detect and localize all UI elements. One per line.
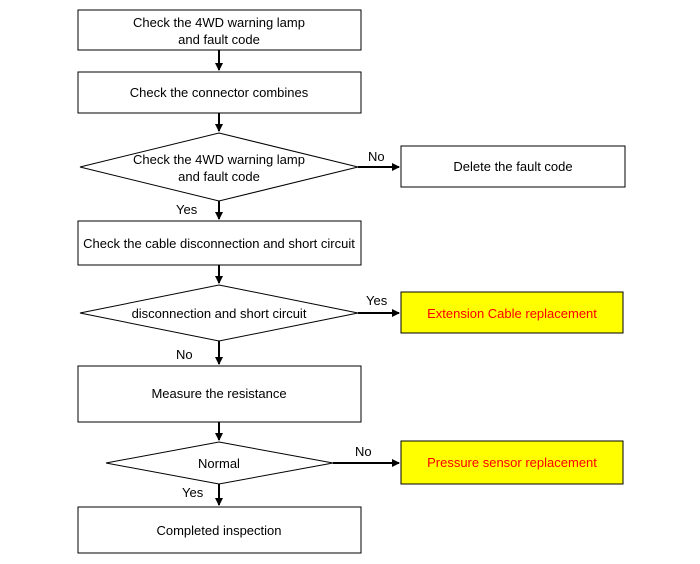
edge-label-decision2-yes: Yes bbox=[366, 293, 388, 308]
step-extension-cable-replacement: Extension Cable replacement bbox=[400, 291, 624, 334]
decision-normal-label: Normal bbox=[198, 456, 240, 471]
step-check-connector: Check the connector combines bbox=[77, 71, 362, 114]
step-check-4wd-lamp-line2: and fault code bbox=[178, 32, 260, 47]
decision-disconnection-label: disconnection and short circuit bbox=[132, 306, 307, 321]
step-delete-fault-code: Delete the fault code bbox=[400, 145, 626, 188]
step-delete-fault-code-label: Delete the fault code bbox=[453, 159, 572, 174]
step-measure-resistance-label: Measure the resistance bbox=[151, 386, 286, 401]
step-pressure-sensor-replacement-label: Pressure sensor replacement bbox=[427, 455, 597, 470]
edge-label-decision2-no: No bbox=[176, 347, 193, 362]
step-measure-resistance: Measure the resistance bbox=[77, 365, 362, 423]
decision-disconnection: disconnection and short circuit bbox=[79, 284, 359, 342]
decision-normal: Normal bbox=[105, 441, 334, 485]
edge-label-decision1-no: No bbox=[368, 149, 385, 164]
edge-label-decision1-yes: Yes bbox=[176, 202, 198, 217]
decision-check-4wd-lamp-line1: Check the 4WD warning lamp bbox=[133, 152, 305, 167]
decision-check-4wd-lamp-line2: and fault code bbox=[178, 169, 260, 184]
step-pressure-sensor-replacement: Pressure sensor replacement bbox=[400, 440, 624, 485]
edge-label-decision3-yes: Yes bbox=[182, 485, 204, 500]
step-completed-inspection: Completed inspection bbox=[77, 506, 362, 554]
step-check-cable-label: Check the cable disconnection and short … bbox=[83, 236, 355, 251]
edge-label-decision3-no: No bbox=[355, 444, 372, 459]
step-check-cable: Check the cable disconnection and short … bbox=[77, 220, 362, 266]
step-extension-cable-replacement-label: Extension Cable replacement bbox=[427, 306, 597, 321]
step-check-4wd-lamp-line1: Check the 4WD warning lamp bbox=[133, 15, 305, 30]
decision-check-4wd-lamp: Check the 4WD warning lamp and fault cod… bbox=[79, 132, 359, 202]
step-check-connector-label: Check the connector combines bbox=[130, 85, 309, 100]
step-completed-inspection-label: Completed inspection bbox=[156, 523, 281, 538]
step-check-4wd-lamp: Check the 4WD warning lamp and fault cod… bbox=[77, 9, 362, 51]
